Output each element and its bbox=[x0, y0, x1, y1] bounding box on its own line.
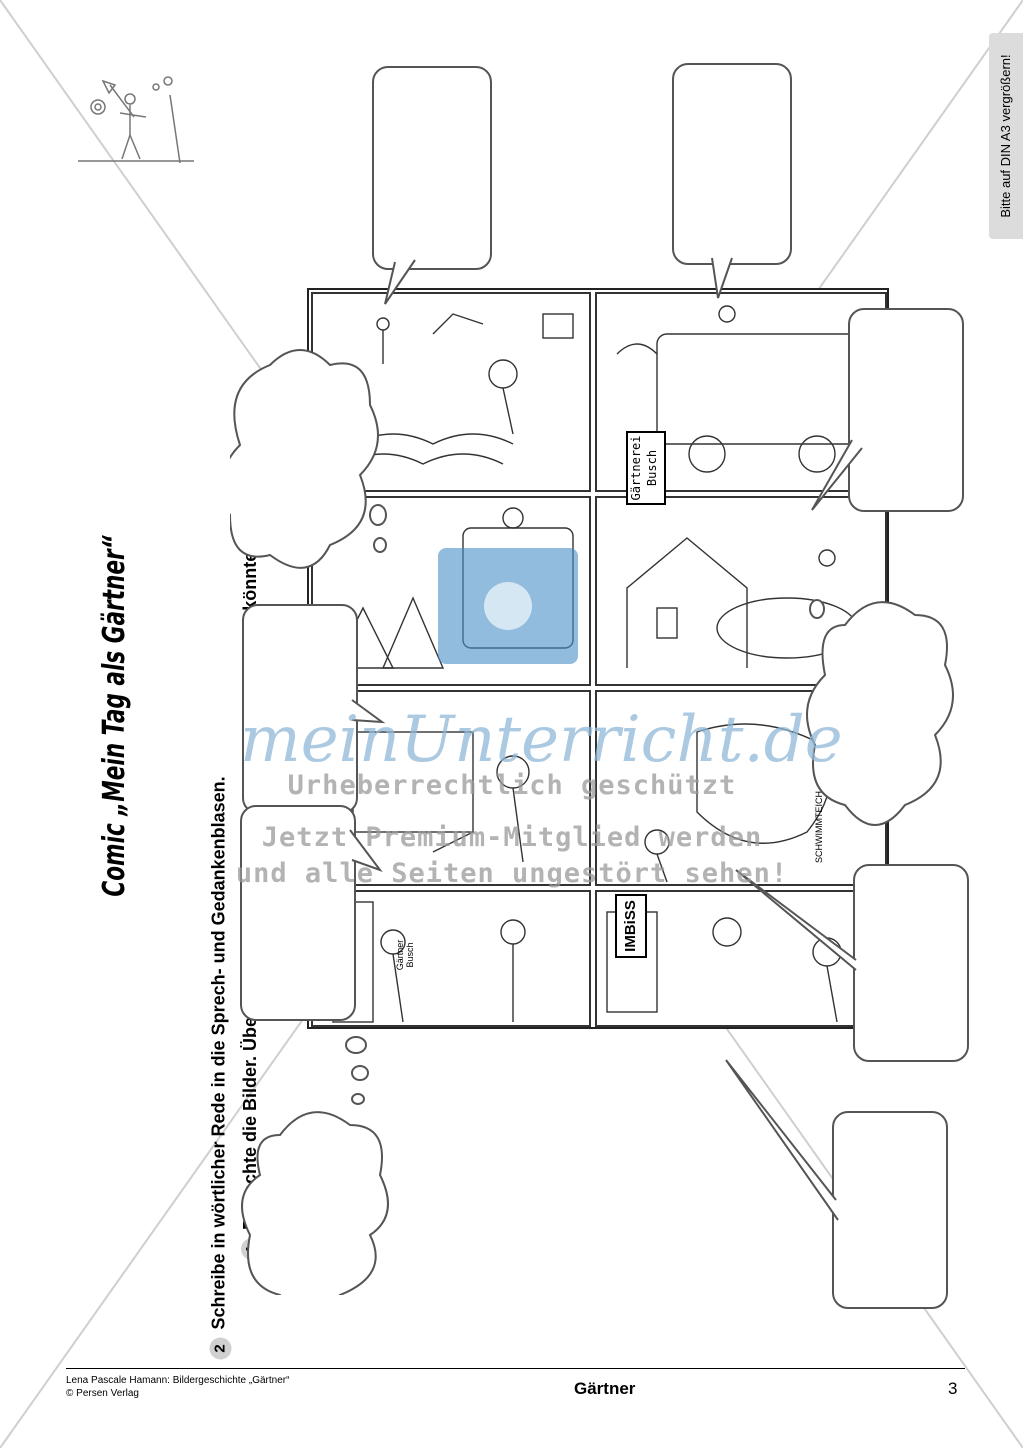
gardener-logo-icon bbox=[78, 76, 194, 164]
watermark-line-1: Urheberrechtlich geschützt bbox=[287, 770, 737, 801]
thought-cloud[interactable] bbox=[805, 585, 955, 845]
comic-panel bbox=[311, 890, 591, 1027]
thought-cloud[interactable] bbox=[230, 335, 390, 585]
thought-cloud[interactable] bbox=[240, 1025, 390, 1295]
watermark-icon bbox=[438, 548, 578, 664]
footer-publisher: © Persen Verlag bbox=[66, 1388, 139, 1399]
side-note-tab bbox=[989, 33, 1023, 239]
speech-bubble[interactable] bbox=[848, 308, 964, 512]
watermark-line-2: Jetzt Premium-Mitglied werden bbox=[261, 822, 763, 853]
footer-author: Lena Pascale Hamann: Bildergeschichte „G… bbox=[66, 1375, 290, 1386]
speech-bubble[interactable] bbox=[672, 63, 792, 265]
footer-credits: Lena Pascale Hamann: Bildergeschichte „G… bbox=[66, 1374, 289, 1400]
page-number: 3 bbox=[948, 1379, 958, 1398]
speech-bubble[interactable] bbox=[240, 805, 356, 1021]
speech-bubble[interactable] bbox=[372, 66, 492, 270]
watermark-line-3: und alle Seiten ungestört sehen! bbox=[235, 858, 789, 889]
footer-divider bbox=[66, 1368, 965, 1369]
watermark-logo: meinUnterricht.de bbox=[240, 703, 843, 777]
footer-subject: Gärtner bbox=[574, 1379, 636, 1398]
speech-bubble[interactable] bbox=[832, 1111, 948, 1309]
